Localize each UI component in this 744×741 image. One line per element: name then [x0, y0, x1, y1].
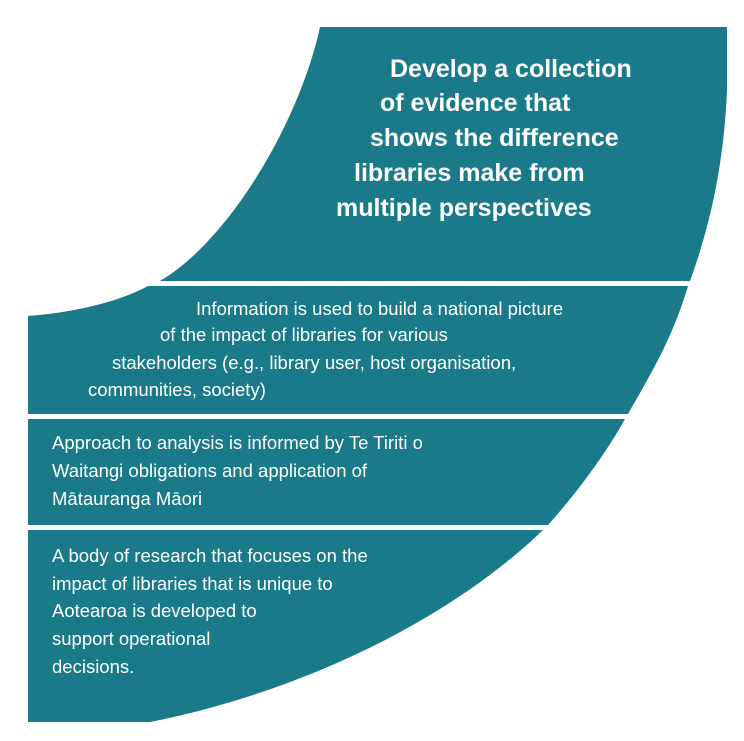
segment-2-line: communities, society) — [88, 379, 266, 400]
segment-4-line: A body of research that focuses on the — [52, 545, 368, 566]
segment-1-shape — [160, 27, 727, 281]
segment-4-shape — [28, 530, 543, 722]
segment-2-line: of the impact of libraries for various — [160, 324, 448, 345]
segment-1-line: libraries make from — [354, 159, 585, 187]
segment-3-shape — [28, 419, 625, 525]
segment-1-line: multiple perspectives — [336, 194, 592, 222]
segment-4-line: Aotearoa is developed to — [52, 600, 257, 621]
segment-1-line: shows the difference — [370, 124, 619, 152]
segment-2-line: Information is used to build a national … — [196, 298, 564, 319]
segment-4-line: decisions. — [52, 656, 135, 677]
segment-3-line: Waitangi obligations and application of — [52, 460, 368, 481]
segment-4-line: support operational — [52, 628, 211, 649]
segment-1-line: Develop a collection — [390, 55, 632, 83]
segment-2-shape — [28, 286, 688, 414]
segment-4-line: impact of libraries that is unique to — [52, 573, 333, 594]
segment-1-line: of evidence that — [380, 89, 571, 117]
segment-3-line: Approach to analysis is informed by Te T… — [52, 432, 423, 453]
segment-3-line: Mātauranga Māori — [52, 488, 203, 509]
segment-2-line: stakeholders (e.g., library user, host o… — [112, 352, 517, 373]
